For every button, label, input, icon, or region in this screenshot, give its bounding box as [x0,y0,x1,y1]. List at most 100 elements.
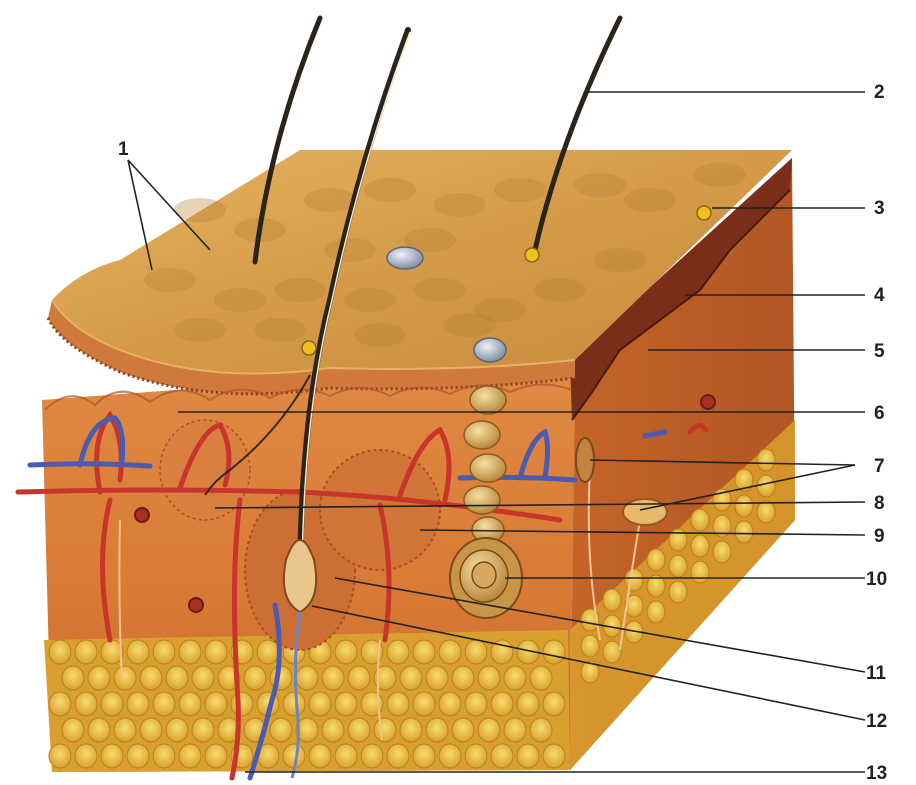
fat-cell [75,744,97,768]
label-10: 10 [866,569,887,590]
fat-cell [465,692,487,716]
label-11: 11 [866,663,887,684]
label-3: 3 [874,198,885,219]
vessel-crosssection-3 [189,598,203,612]
surface-fold [254,318,306,342]
fat-cell [114,718,136,742]
fat-cell [348,666,370,690]
fat-cell [127,692,149,716]
fat-cell [257,640,279,664]
fat-cell [530,666,552,690]
fat-cell [309,692,331,716]
surface-fold [364,178,416,202]
fat-cell [491,692,513,716]
fat-cell [413,744,435,768]
fat-cell [478,666,500,690]
fat-cell [101,692,123,716]
fat-cell [439,692,461,716]
fat-cell [465,640,487,664]
surface-fold [694,163,746,187]
fat-cell-side [647,549,665,571]
fat-cell [192,666,214,690]
vessel-crosssection [701,395,715,409]
fat-cell [101,744,123,768]
fat-cell [387,744,409,768]
fat-cell [387,692,409,716]
label-8: 8 [874,493,885,514]
fat-cell [127,744,149,768]
fat-cell [192,718,214,742]
fat-cell-side [735,521,753,543]
fat-cell [166,666,188,690]
surface-fold [344,288,396,312]
fat-cell [49,692,71,716]
sebaceous-opening-3 [697,206,711,220]
surface-fold [534,278,586,302]
label-1: 1 [118,139,129,160]
surface-fold [574,173,626,197]
fat-cell [530,718,552,742]
fat-cell [504,718,526,742]
fat-cell [517,744,539,768]
fat-cell [75,692,97,716]
fat-cell-side [647,601,665,623]
fat-cell [140,666,162,690]
fat-cell [62,666,84,690]
fat-cell [205,640,227,664]
fat-cell [400,718,422,742]
fat-cell [322,718,344,742]
surface-fold [324,238,376,262]
label-2: 2 [874,82,885,103]
fat-cell [153,744,175,768]
surface-fold [414,278,466,302]
fat-cell [205,744,227,768]
fat-cell [322,666,344,690]
label-9: 9 [874,526,885,547]
hair-bulb [284,540,316,612]
sebaceous-opening-front [302,341,316,355]
fat-cell [504,666,526,690]
fat-cell [127,640,149,664]
fat-cell-side [669,555,687,577]
fat-cell [478,718,500,742]
fat-cell [426,666,448,690]
label-6: 6 [874,403,885,424]
fat-cell [244,666,266,690]
fat-cell [374,718,396,742]
surface-fold [594,248,646,272]
fat-cell [387,640,409,664]
surface-fold [354,323,406,347]
fat-cell [283,692,305,716]
fat-cell-side [581,635,599,657]
surface-fold [174,318,226,342]
fat-cell-side [603,641,621,663]
fat-cell-side [669,581,687,603]
fat-cell [166,718,188,742]
fat-cell [439,744,461,768]
fat-cell [88,666,110,690]
sweat-pore-front [474,338,506,362]
fat-cell-side [757,475,775,497]
label-13: 13 [866,763,887,784]
fat-cell [49,640,71,664]
fat-cell [361,744,383,768]
sensory-receptor-lower [623,499,667,525]
fat-cell-side [691,561,709,583]
fat-cell [465,744,487,768]
fat-cell [413,640,435,664]
surface-fold [444,313,496,337]
fat-cell [335,640,357,664]
fat-cell [153,640,175,664]
fat-cell-side [757,501,775,523]
fat-cell [400,666,422,690]
fat-cell-side [735,495,753,517]
label-5: 5 [874,341,885,362]
surface-fold [624,188,676,212]
fat-cell [75,640,97,664]
fat-cell [62,718,84,742]
fat-cell-side [757,449,775,471]
label-7: 7 [874,456,885,477]
fat-cell-side [691,509,709,531]
fat-cell [309,744,331,768]
